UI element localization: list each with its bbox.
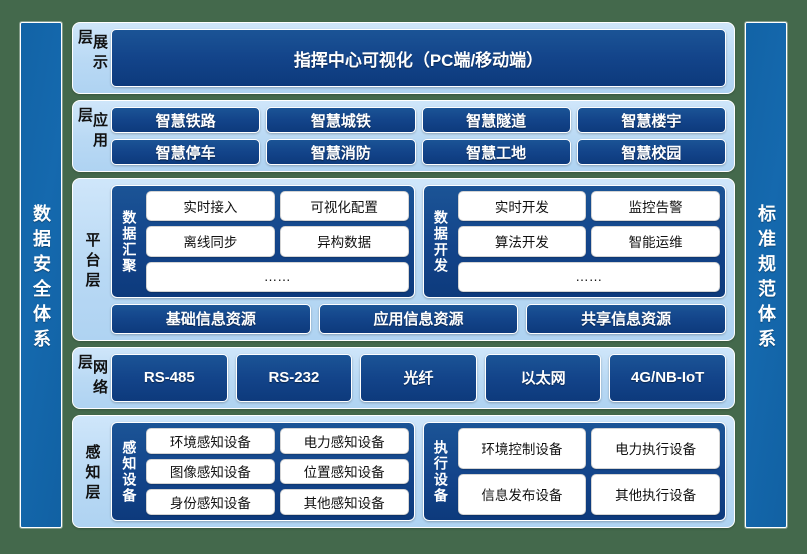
platform-group-development-cells: 实时开发 监控告警 算法开发 智能运维 …… bbox=[457, 191, 720, 292]
left-pillar-label: 数据安全体系 bbox=[31, 203, 51, 354]
network-item-ethernet[interactable]: 以太网 bbox=[484, 353, 602, 402]
display-banner[interactable]: 指挥中心可视化（PC端/移动端） bbox=[111, 29, 726, 87]
platform-group-aggregation-cells: 实时接入 可视化配置 离线同步 异构数据 …… bbox=[146, 191, 409, 292]
right-pillar-label: 标准规范体系 bbox=[756, 203, 776, 354]
platform-cell-algorithm-development[interactable]: 算法开发 bbox=[457, 226, 587, 257]
layer-platform-label: 平台层 bbox=[83, 231, 101, 292]
platform-cell-aggregation-more[interactable]: …… bbox=[146, 261, 409, 292]
layer-platform-body: 数据汇聚 实时接入 可视化配置 离线同步 异构数据 …… 数据开发 bbox=[111, 185, 726, 334]
platform-cell-intelligent-ops[interactable]: 智能运维 bbox=[591, 226, 720, 257]
app-item-smart-firefighting[interactable]: 智慧消防 bbox=[266, 139, 416, 165]
layer-display-label: 展示层 bbox=[76, 29, 108, 74]
layer-application-body: 智慧铁路 智慧城铁 智慧隧道 智慧楼宇 智慧停车 智慧消防 智慧工地 智慧校园 bbox=[111, 107, 726, 165]
sensing-cell-power-sensor[interactable]: 电力感知设备 bbox=[279, 427, 409, 454]
platform-group-data-development: 数据开发 实时开发 监控告警 算法开发 智能运维 …… bbox=[422, 185, 726, 298]
app-item-smart-parking[interactable]: 智慧停车 bbox=[111, 139, 261, 165]
layer-platform: 平台层 数据汇聚 实时接入 可视化配置 离线同步 异构数据 …… bbox=[72, 178, 735, 341]
platform-cell-offline-sync[interactable]: 离线同步 bbox=[146, 226, 275, 257]
layer-application: 应用层 智慧铁路 智慧城铁 智慧隧道 智慧楼宇 智慧停车 智慧消防 智慧工地 智… bbox=[72, 100, 735, 172]
platform-cell-realtime-ingest[interactable]: 实时接入 bbox=[146, 191, 275, 222]
layer-sensing-label: 感知层 bbox=[83, 443, 101, 504]
layer-sensing: 感知层 感知设备 环境感知设备 电力感知设备 图像感知设备 位置感知设备 身份感… bbox=[72, 414, 735, 528]
app-item-smart-urban-rail[interactable]: 智慧城铁 bbox=[266, 107, 416, 133]
layer-stack: 展示层 指挥中心可视化（PC端/移动端） 应用层 智慧铁路 智慧城铁 智慧隧道 … bbox=[72, 22, 735, 528]
layer-network-body: RS-485 RS-232 光纤 以太网 4G/NB-IoT bbox=[111, 353, 726, 402]
layer-sensing-label-wrap: 感知层 bbox=[77, 422, 107, 521]
network-item-4g-nbiot[interactable]: 4G/NB-IoT bbox=[609, 353, 726, 402]
network-grid: RS-485 RS-232 光纤 以太网 4G/NB-IoT bbox=[111, 353, 726, 402]
app-item-smart-campus[interactable]: 智慧校园 bbox=[576, 139, 726, 165]
layer-network: 网络层 RS-485 RS-232 光纤 以太网 4G/NB-IoT bbox=[72, 346, 735, 409]
platform-cell-monitoring-alarm[interactable]: 监控告警 bbox=[591, 191, 720, 222]
platform-group-data-aggregation: 数据汇聚 实时接入 可视化配置 离线同步 异构数据 …… bbox=[111, 185, 415, 298]
network-item-optical-fiber[interactable]: 光纤 bbox=[360, 353, 477, 402]
resource-shared-information[interactable]: 共享信息资源 bbox=[526, 303, 726, 334]
layer-display-body: 指挥中心可视化（PC端/移动端） bbox=[111, 29, 726, 87]
actuator-cell-power-actuator[interactable]: 电力执行设备 bbox=[591, 427, 720, 469]
left-pillar-data-security: 数据安全体系 bbox=[20, 22, 62, 528]
platform-group-aggregation-title-wrap: 数据汇聚 bbox=[117, 191, 141, 292]
sensing-groups: 感知设备 环境感知设备 电力感知设备 图像感知设备 位置感知设备 身份感知设备 … bbox=[111, 421, 726, 521]
actuator-group-cells: 环境控制设备 电力执行设备 信息发布设备 其他执行设备 bbox=[457, 427, 720, 515]
sensing-cell-location-sensor[interactable]: 位置感知设备 bbox=[279, 458, 409, 485]
layer-display-label-wrap: 展示层 bbox=[76, 29, 108, 87]
platform-cell-visual-config[interactable]: 可视化配置 bbox=[279, 191, 409, 222]
sensing-cell-environment-sensor[interactable]: 环境感知设备 bbox=[146, 427, 275, 454]
resource-basic-information[interactable]: 基础信息资源 bbox=[111, 303, 311, 334]
platform-resource-row: 基础信息资源 应用信息资源 共享信息资源 bbox=[111, 303, 726, 334]
platform-groups: 数据汇聚 实时接入 可视化配置 离线同步 异构数据 …… 数据开发 bbox=[111, 185, 726, 298]
platform-cell-realtime-development[interactable]: 实时开发 bbox=[457, 191, 587, 222]
layer-application-label: 应用层 bbox=[76, 107, 108, 152]
layer-application-label-wrap: 应用层 bbox=[76, 107, 108, 165]
actuator-cell-other-actuator[interactable]: 其他执行设备 bbox=[591, 473, 720, 515]
platform-group-development-title: 数据开发 bbox=[432, 210, 449, 275]
sensing-cell-other-sensor[interactable]: 其他感知设备 bbox=[279, 489, 409, 515]
layer-network-label: 网络层 bbox=[76, 353, 108, 399]
app-item-smart-railway[interactable]: 智慧铁路 bbox=[111, 107, 261, 133]
sensing-cell-image-sensor[interactable]: 图像感知设备 bbox=[146, 458, 275, 485]
platform-cell-heterogeneous-data[interactable]: 异构数据 bbox=[279, 226, 409, 257]
right-pillar-standards: 标准规范体系 bbox=[745, 22, 787, 528]
layer-display: 展示层 指挥中心可视化（PC端/移动端） bbox=[72, 22, 735, 94]
sensing-group-title-wrap: 感知设备 bbox=[117, 428, 141, 515]
sensing-group-actuator-devices: 执行设备 环境控制设备 电力执行设备 信息发布设备 其他执行设备 bbox=[422, 421, 726, 521]
platform-group-development-title-wrap: 数据开发 bbox=[429, 191, 453, 292]
sensing-cell-identity-sensor[interactable]: 身份感知设备 bbox=[146, 489, 275, 515]
actuator-cell-environment-control[interactable]: 环境控制设备 bbox=[457, 427, 587, 469]
network-item-rs485[interactable]: RS-485 bbox=[111, 353, 228, 402]
platform-cell-development-more[interactable]: …… bbox=[457, 261, 720, 292]
app-item-smart-construction-site[interactable]: 智慧工地 bbox=[421, 139, 571, 165]
network-item-rs232[interactable]: RS-232 bbox=[235, 353, 353, 402]
sensing-group-title: 感知设备 bbox=[121, 440, 138, 505]
actuator-cell-information-publishing[interactable]: 信息发布设备 bbox=[457, 473, 587, 515]
layer-sensing-body: 感知设备 环境感知设备 电力感知设备 图像感知设备 位置感知设备 身份感知设备 … bbox=[111, 421, 726, 521]
resource-application-information[interactable]: 应用信息资源 bbox=[318, 303, 519, 334]
app-item-smart-tunnel[interactable]: 智慧隧道 bbox=[421, 107, 571, 133]
app-item-smart-building[interactable]: 智慧楼宇 bbox=[576, 107, 726, 133]
layer-network-label-wrap: 网络层 bbox=[76, 353, 108, 402]
application-grid: 智慧铁路 智慧城铁 智慧隧道 智慧楼宇 智慧停车 智慧消防 智慧工地 智慧校园 bbox=[111, 107, 726, 165]
sensing-group-sensor-devices: 感知设备 环境感知设备 电力感知设备 图像感知设备 位置感知设备 身份感知设备 … bbox=[111, 421, 415, 521]
sensing-group-cells: 环境感知设备 电力感知设备 图像感知设备 位置感知设备 身份感知设备 其他感知设… bbox=[146, 427, 409, 515]
layer-platform-label-wrap: 平台层 bbox=[77, 185, 107, 334]
actuator-group-title: 执行设备 bbox=[432, 440, 449, 505]
platform-group-aggregation-title: 数据汇聚 bbox=[121, 210, 138, 275]
actuator-group-title-wrap: 执行设备 bbox=[429, 428, 453, 515]
